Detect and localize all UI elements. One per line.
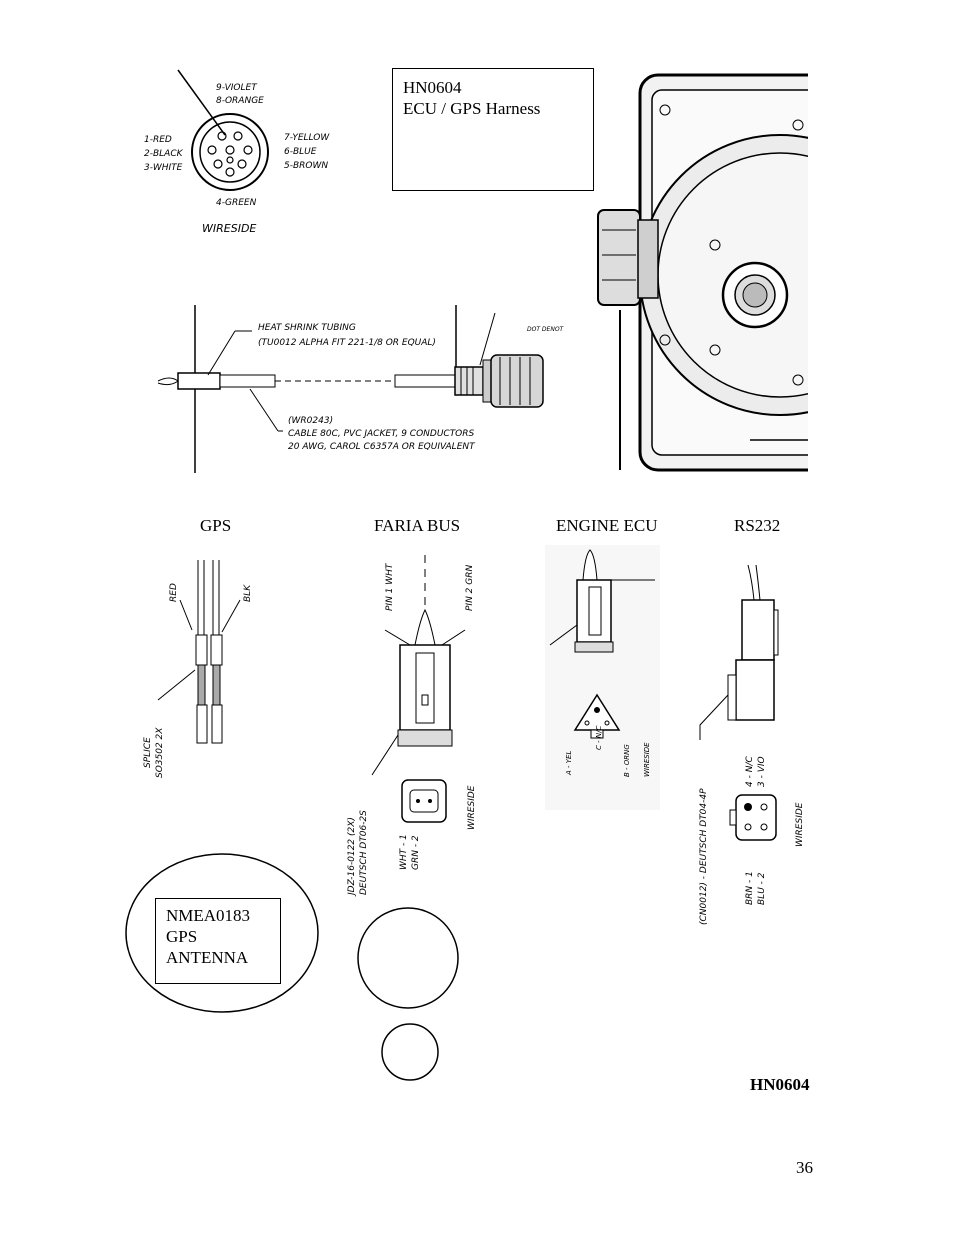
ecu-pin-a: A - YEL	[565, 751, 573, 776]
rs232-wireside-label: WIRESIDE	[795, 802, 805, 847]
heat-shrink-label: HEAT SHRINK TUBING	[258, 323, 356, 333]
faria-wht-pin: WHT - 1	[399, 834, 409, 870]
engine-ecu-connector-drawing: A - YEL C - N/C B - ORNG WIRESIDE	[545, 545, 660, 810]
ecu-housing-illustration	[597, 73, 808, 472]
wireside-caption: WIRESIDE	[202, 222, 256, 235]
rs232-connector-drawing: (CN0012) - DEUTSCH DT04-4P 4 - N/C 3 - V…	[699, 564, 805, 925]
title-code: HN0604	[403, 78, 462, 97]
antenna-line-2: GPS	[166, 927, 198, 946]
rs232-pin2: BLU - 2	[757, 872, 767, 905]
gps-splice-drawing: RED BLK SPLICE SO3502 2X	[143, 560, 253, 778]
connector-pinout-diagram: 9-VIOLET 8-ORANGE 1-RED 2-BLACK 3-WHITE …	[144, 69, 330, 235]
antenna-line-1: NMEA0183	[166, 906, 251, 925]
faria-part-number: DEUTSCH DT06-2S	[359, 810, 369, 895]
engine-ecu-section-label: ENGINE ECU	[556, 516, 658, 535]
pin2-label: 2-BLACK	[144, 149, 184, 159]
cable-part-number: (WR0243)	[288, 416, 333, 426]
faria-pin2-label: PIN 2 GRN	[465, 565, 475, 611]
ecu-pin-c: C - N/C	[595, 726, 603, 750]
faria-bus-section-label: FARIA BUS	[374, 516, 461, 535]
faria-grn-pin: GRN - 2	[411, 835, 421, 870]
ecu-pin-b: B - ORNG	[623, 744, 631, 777]
pin9-label: 9-VIOLET	[216, 83, 258, 93]
heat-shrink-spec: (TU0012 ALPHA FIT 221-1/8 OR EQUAL)	[258, 338, 436, 348]
rs232-pin1: BRN - 1	[745, 871, 755, 905]
antenna-line-3: ANTENNA	[166, 948, 249, 967]
cable-spec-2: 20 AWG, CAROL C6357A OR EQUIVALENT	[288, 442, 476, 452]
pin1-label: 1-RED	[144, 135, 172, 145]
faria-bus-connector-drawing: PIN 1 WHT PIN 2 GRN DEUTSCH DT06-2S JDZ-…	[347, 555, 477, 897]
faria-terminal-part: JDZ-16-0122 (2X)	[347, 817, 357, 897]
pin7-label: 7-YELLOW	[284, 133, 330, 143]
cable-spec-1: CABLE 80C, PVC JACKET, 9 CONDUCTORS	[288, 429, 475, 439]
title-box: HN0604 ECU / GPS Harness	[392, 68, 594, 191]
rs232-part-number: (CN0012) - DEUTSCH DT04-4P	[699, 788, 709, 925]
rs232-section-label: RS232	[734, 516, 781, 535]
faria-pin1-label: PIN 1 WHT	[385, 562, 395, 611]
gps-red-label: RED	[169, 583, 179, 602]
pin3-label: 3-WHITE	[144, 163, 183, 173]
gps-splice-label: SPLICE	[143, 737, 153, 768]
title-description: ECU / GPS Harness	[403, 99, 541, 118]
pin5-label: 5-BROWN	[284, 161, 328, 171]
antenna-label-box: NMEA0183 GPS ANTENNA	[155, 898, 281, 984]
small-circle	[381, 1023, 439, 1081]
cable-assembly-drawing: DOT DENOT HEAT SHRINK TUBING (TU0012 ALP…	[157, 305, 565, 473]
ecu-wireside-label: WIRESIDE	[643, 742, 651, 777]
pin6-label: 6-BLUE	[284, 147, 317, 157]
rs232-pin4: 4 - N/C	[745, 756, 755, 787]
gps-splice-part: SO3502 2X	[155, 727, 165, 778]
pin8-label: 8-ORANGE	[216, 96, 264, 106]
gps-section-label: GPS	[200, 516, 232, 535]
rs232-pin3: 3 - VIO	[757, 756, 767, 787]
pin4-label: 4-GREEN	[216, 198, 257, 208]
footer-document-code: HN0604	[750, 1075, 810, 1094]
faria-wireside-label: WIRESIDE	[467, 785, 477, 830]
gps-blk-label: BLK	[243, 584, 253, 602]
page-number: 36	[796, 1158, 813, 1177]
dot-note: DOT DENOT	[527, 326, 565, 333]
large-circle	[357, 907, 459, 1009]
